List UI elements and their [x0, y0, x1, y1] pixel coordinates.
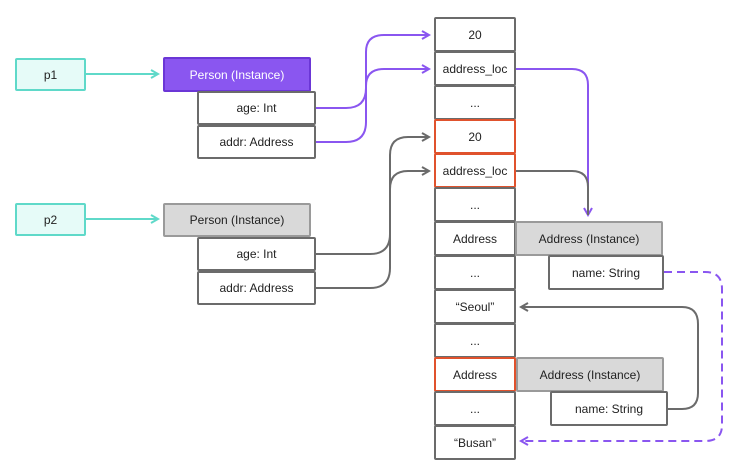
- memory-cell-highlighted: Address: [434, 357, 516, 392]
- person-instance-header: Person (Instance): [163, 57, 311, 92]
- busan-reference-arrow: [521, 271, 723, 441]
- address-instance-header: Address (Instance): [515, 221, 663, 256]
- memory-cell: Address: [434, 221, 516, 256]
- person-field-addr: addr: Address: [197, 271, 316, 305]
- p2-addr-arrow: [316, 171, 429, 289]
- memory-cell: ...: [434, 255, 516, 290]
- address-field-name: name: String: [548, 255, 664, 290]
- p2-address-loc-arrow: [516, 170, 589, 215]
- p2-pointer: p2: [15, 203, 86, 236]
- memory-cell: address_loc: [434, 51, 516, 86]
- address-field-name: name: String: [550, 391, 668, 426]
- p1-pointer: p1: [15, 58, 86, 91]
- address-instance-header: Address (Instance): [516, 357, 664, 392]
- seoul-reference-arrow: [521, 307, 699, 410]
- memory-cell: ...: [434, 391, 516, 426]
- p2-age-arrow: [316, 137, 429, 255]
- p1-addr-arrow: [316, 69, 429, 143]
- person-field-age: age: Int: [197, 237, 316, 271]
- memory-cell: ...: [434, 187, 516, 222]
- person-field-age: age: Int: [197, 91, 316, 125]
- memory-cell: “Seoul”: [434, 289, 516, 324]
- p1-address-loc-arrow: [516, 68, 588, 215]
- memory-cell-highlighted: 20: [434, 119, 516, 154]
- memory-cell: ...: [434, 323, 516, 358]
- person-field-addr: addr: Address: [197, 125, 316, 159]
- memory-cell-highlighted: address_loc: [434, 153, 516, 188]
- person-instance-header: Person (Instance): [163, 203, 311, 237]
- memory-cell: ...: [434, 85, 516, 120]
- p1-age-arrow: [316, 35, 429, 109]
- memory-cell: 20: [434, 17, 516, 52]
- memory-cell: “Busan”: [434, 425, 516, 460]
